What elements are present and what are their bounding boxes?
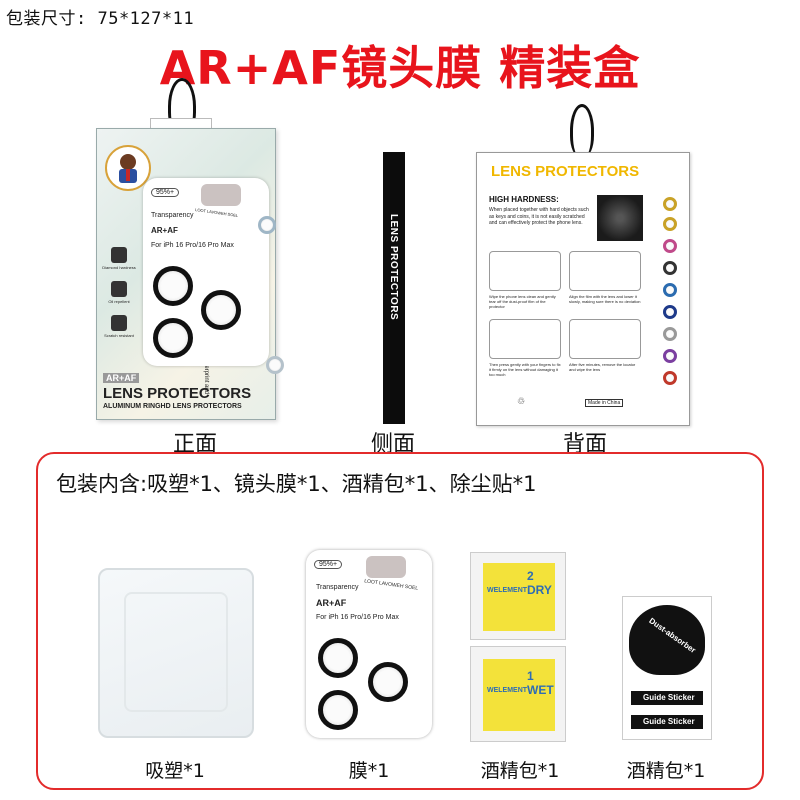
wet-wipe-image: WELEMENT 1 WET xyxy=(470,646,566,742)
dust-absorber-text: Dust-absorber xyxy=(647,616,698,655)
guide-sticker-2-text: Guide Sticker xyxy=(643,717,695,726)
front-ar-af: AR+AF xyxy=(151,226,178,235)
wet-wipe-text: 1 WET xyxy=(527,669,554,697)
front-lens-ring-3 xyxy=(153,318,193,358)
feature-icon-oil xyxy=(111,281,127,297)
front-lens-card: 95%+ LOOT LAVOWEH SOEL Transparency AR+A… xyxy=(143,178,269,366)
feature-label-3: Scratch resistant xyxy=(104,333,134,338)
back-ring-7 xyxy=(663,327,677,341)
item-label-sticker: 酒精包*1 xyxy=(626,760,706,782)
side-text: LENS PROTECTORS xyxy=(388,214,399,321)
dry-wipe-image: WELEMENT 2 DRY xyxy=(470,552,566,640)
side-view-image: LENS PROTECTORS xyxy=(383,152,405,424)
film-grey-tab xyxy=(366,556,406,578)
wet-wipe-label: WELEMENT 1 WET xyxy=(483,659,555,731)
front-transparency: Transparency xyxy=(151,212,194,219)
front-grey-tab xyxy=(201,184,241,206)
guide-sticker-1-text: Guide Sticker xyxy=(643,693,695,702)
back-ring-2 xyxy=(663,217,677,231)
front-badge-95: 95%+ xyxy=(151,188,180,197)
dry-wipe-text: 2 DRY xyxy=(527,569,552,597)
mascot-logo-icon xyxy=(105,145,151,191)
feature-icon-scratch xyxy=(111,315,127,331)
back-heading: HIGH HARDNESS: xyxy=(489,195,559,204)
back-ring-6 xyxy=(663,305,677,319)
back-step-1: Wipe the phone lens clean and gently tea… xyxy=(489,294,556,309)
back-step-2: Align the film with the lens and lower i… xyxy=(569,294,641,304)
item-label-tray: 吸塑*1 xyxy=(145,760,205,782)
hang-loop-back xyxy=(570,104,594,157)
front-subtitle: ALUMINUM RINGHD LENS PROTECTORS xyxy=(103,403,242,410)
dust-sticker-image: Dust-absorber Guide Sticker Guide Sticke… xyxy=(622,596,712,740)
film-model: For iPh 16 Pro/16 Pro Max xyxy=(316,614,399,621)
item-label-film: 膜*1 xyxy=(348,760,390,782)
front-title: LENS PROTECTORS xyxy=(103,385,252,402)
back-phone-photo xyxy=(597,195,643,241)
film-badge-95: 95%+ xyxy=(314,560,343,569)
feature-icon-diamond xyxy=(111,247,127,263)
front-cut-text: LOOT LAVOWEH SOEL xyxy=(194,207,239,218)
back-ring-9 xyxy=(663,371,677,385)
back-step-1-illustration xyxy=(489,251,561,291)
contents-description: 包装内含:吸塑*1、镜头膜*1、酒精包*1、除尘贴*1 xyxy=(56,472,537,496)
hang-loop-front xyxy=(168,78,196,135)
dry-wipe-label: WELEMENT 2 DRY xyxy=(483,563,555,631)
back-step-4: After five minutes, remove the locator a… xyxy=(569,362,636,372)
guide-sticker-2: Guide Sticker xyxy=(631,715,703,729)
back-step-2-illustration xyxy=(569,251,641,291)
wet-wipe-brand: WELEMENT xyxy=(487,687,528,694)
back-box-image: LENS PROTECTORS HIGH HARDNESS: When plac… xyxy=(476,152,690,426)
contents-frame xyxy=(36,452,764,790)
back-step-3-illustration xyxy=(489,319,561,359)
back-step-3: Then press gently with your fingers to f… xyxy=(489,362,561,377)
film-lens-ring-2 xyxy=(368,662,408,702)
back-step-4-illustration xyxy=(569,319,641,359)
back-ring-8 xyxy=(663,349,677,363)
front-arf-tag: AR+AF xyxy=(103,373,140,383)
back-title: LENS PROTECTORS xyxy=(491,163,640,180)
back-ring-4 xyxy=(663,261,677,275)
film-card-image: 95%+ LOOT LAVOWEH SOEL Transparency AR+A… xyxy=(306,550,432,738)
guide-sticker-1: Guide Sticker xyxy=(631,691,703,705)
back-body: When placed together with hard objects s… xyxy=(489,207,589,226)
front-window-ring-1 xyxy=(258,216,276,234)
feature-label-1: Diamond hardness xyxy=(102,265,136,270)
item-label-wipes: 酒精包*1 xyxy=(480,760,560,782)
front-lens-ring-2 xyxy=(201,290,241,330)
package-size-text: 包装尺寸: 75*127*11 xyxy=(6,9,195,29)
back-ring-3 xyxy=(663,239,677,253)
front-lens-ring-1 xyxy=(153,266,193,306)
product-headline: AR+AF镜头膜 精装盒 xyxy=(159,41,641,95)
film-ar-af: AR+AF xyxy=(316,598,347,608)
front-model: For iPh 16 Pro/16 Pro Max xyxy=(151,242,234,249)
back-made-in: Made in China xyxy=(585,399,624,407)
back-ring-5 xyxy=(663,283,677,297)
film-lens-ring-3 xyxy=(318,690,358,730)
film-cut-text: LOOT LAVOWEH SOEL xyxy=(363,578,419,592)
film-lens-ring-1 xyxy=(318,638,358,678)
film-transparency: Transparency xyxy=(316,584,359,591)
dust-absorber-sticker: Dust-absorber xyxy=(629,605,705,675)
back-ring-1 xyxy=(663,197,677,211)
dry-wipe-brand: WELEMENT xyxy=(487,587,528,594)
tray-inner-cavity xyxy=(124,592,228,712)
feature-label-2: Oil repellent xyxy=(108,299,130,304)
front-window-ring-2 xyxy=(266,356,284,374)
recycle-icon: ♲ xyxy=(517,397,526,407)
